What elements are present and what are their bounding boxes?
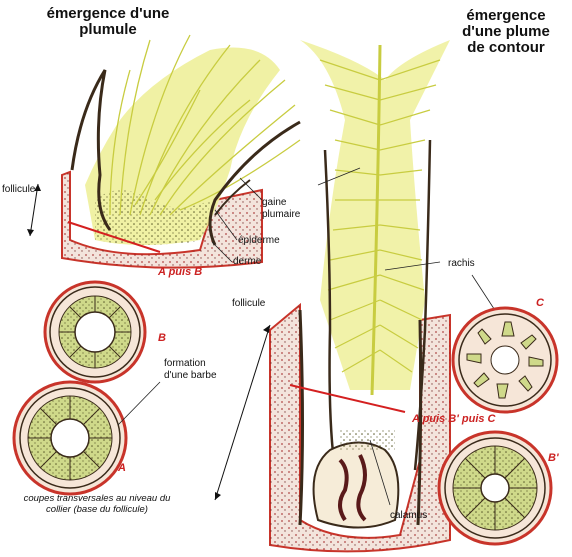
label-a-puis-b: A puis B bbox=[158, 266, 203, 278]
plumule-sheath-right bbox=[208, 120, 301, 246]
title-contour: émergence d'une plume de contour bbox=[446, 8, 566, 55]
plumule-drawing bbox=[27, 34, 301, 269]
section-b-prime-drawing bbox=[437, 430, 553, 546]
label-barbe-line-2: d'une barbe bbox=[164, 369, 217, 381]
barbe-leader-line bbox=[117, 381, 161, 426]
title-plumule: émergence d'une plumule bbox=[38, 6, 178, 38]
title-plumule-line-1: émergence d'une bbox=[46, 5, 170, 22]
section-c-drawing bbox=[451, 306, 559, 414]
label-section-c: C bbox=[536, 297, 544, 309]
plumule-barbs bbox=[109, 34, 301, 216]
title-plumule-line-2: plumule bbox=[79, 20, 137, 38]
section-a-drawing bbox=[12, 380, 128, 496]
label-a-puis-b-prime-puis-c: A puis B' puis C bbox=[412, 413, 496, 425]
plumule-sheath-left bbox=[70, 69, 112, 231]
title-contour-line-1: émergence bbox=[466, 7, 546, 24]
follicule-left-arrow bbox=[29, 183, 39, 237]
rachis-line bbox=[370, 44, 382, 396]
title-contour-line-3: de contour bbox=[467, 38, 545, 56]
contour-sheath-right bbox=[413, 139, 432, 471]
label-gaine-line-1: gaine bbox=[262, 197, 287, 208]
label-derme: derme bbox=[233, 256, 262, 267]
label-calamus: calamus bbox=[390, 510, 428, 521]
section-b-drawing bbox=[43, 280, 147, 384]
contour-sheath-left bbox=[323, 149, 337, 471]
plumule-papilla-dots bbox=[95, 190, 210, 245]
contour-vane bbox=[300, 40, 450, 390]
label-barbe-line-1: formation bbox=[164, 358, 206, 369]
label-rachis: rachis bbox=[448, 258, 475, 269]
label-epiderme: épiderme bbox=[238, 235, 280, 246]
label-caption: coupes transversales au niveau du collie… bbox=[23, 493, 171, 515]
label-formation-barbe: formation d'une barbe bbox=[164, 358, 217, 381]
title-contour-line-2: d'une plume bbox=[462, 22, 550, 40]
label-section-a: A bbox=[118, 462, 126, 474]
contour-cut-line bbox=[289, 384, 406, 413]
left-skin-texture bbox=[62, 172, 262, 268]
label-gaine-plumaire: gaine plumaire bbox=[262, 197, 300, 220]
label-follicule-left: follicule bbox=[2, 184, 36, 195]
label-section-b-prime: B' bbox=[548, 452, 559, 464]
contour-barbs bbox=[319, 59, 441, 373]
label-gaine-line-2: plumaire bbox=[262, 208, 301, 220]
dermal-papilla bbox=[312, 441, 400, 529]
label-follicule-right: follicule bbox=[232, 298, 266, 309]
follicule-right-arrow bbox=[214, 324, 271, 501]
label-section-b: B bbox=[158, 332, 166, 344]
contour-feather-drawing bbox=[214, 40, 501, 553]
plumule-cut-line bbox=[67, 221, 161, 253]
plumule-leader-lines bbox=[211, 177, 263, 263]
